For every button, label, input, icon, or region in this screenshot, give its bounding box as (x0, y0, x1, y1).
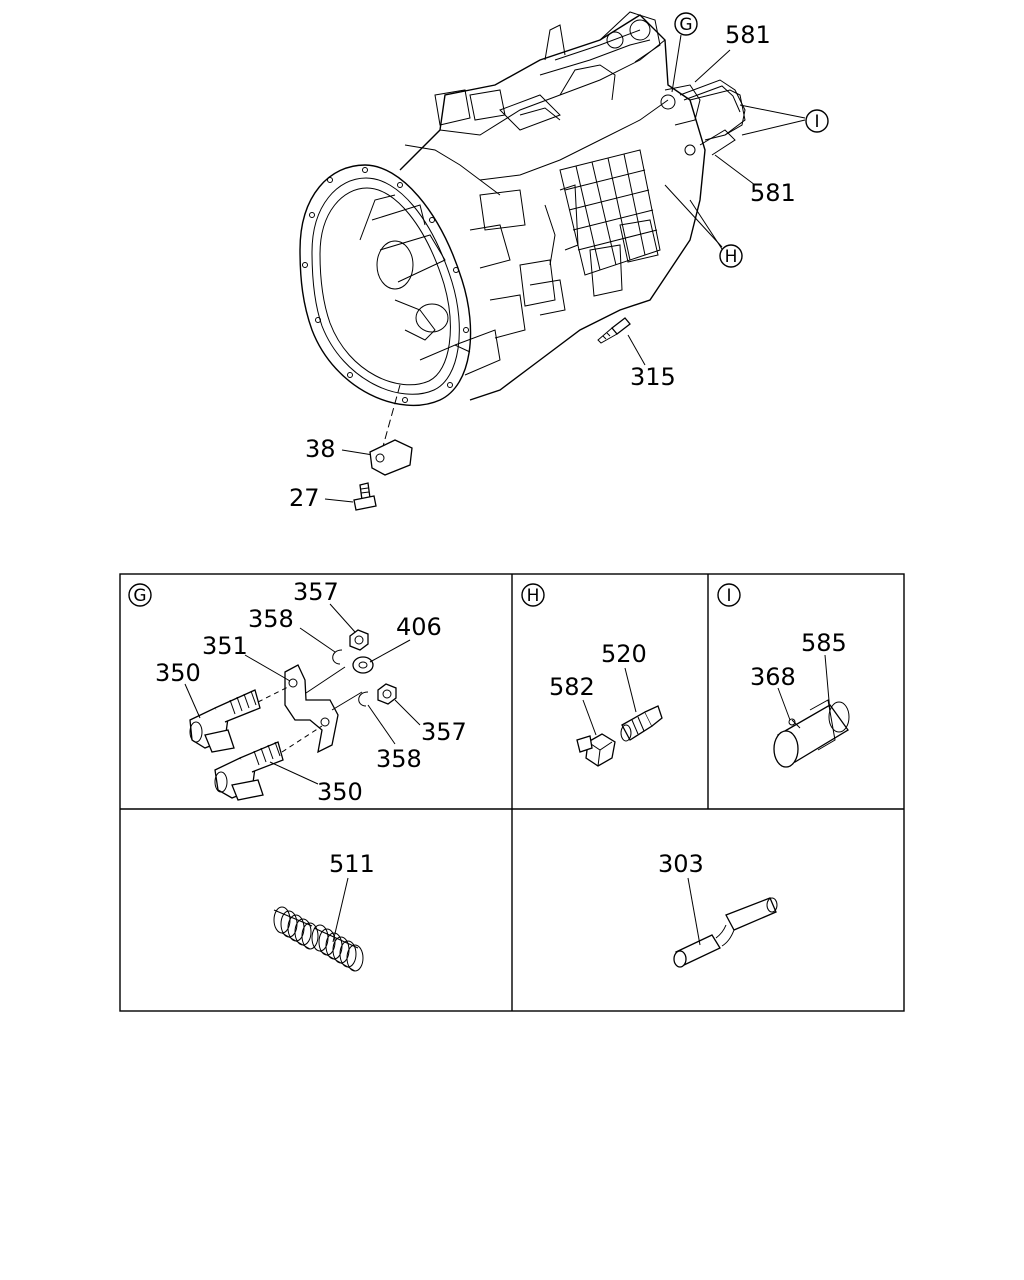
callout-511: 511 (329, 850, 375, 878)
callout-368: 368 (750, 663, 796, 691)
elbow-fitting-350-top (189, 689, 261, 753)
detail-marker-g: G (128, 583, 152, 607)
switch-drawing (620, 705, 663, 742)
transmission-assembly-drawing (299, 11, 746, 407)
detail-panel-g: G (128, 578, 467, 806)
bolt-drawing (597, 317, 631, 344)
callout-520: 520 (601, 640, 647, 668)
elbow-fitting-350-bottom (214, 741, 284, 801)
detail-marker-h: H (521, 583, 545, 607)
callout-350-bottom: 350 (317, 778, 363, 806)
pin-drawing (673, 897, 778, 968)
callout-315: 315 (630, 363, 676, 391)
detail-marker-h-main: H (719, 244, 743, 268)
svg-text:H: H (527, 586, 540, 606)
callout-358-top: 358 (248, 605, 294, 633)
svg-text:I: I (726, 586, 731, 606)
cover-plate-drawing (369, 439, 413, 476)
washer-406 (352, 656, 374, 674)
detail-marker-i-main: I (805, 109, 829, 133)
detail-marker-g-main: G (674, 12, 698, 36)
callout-303: 303 (658, 850, 704, 878)
callout-27: 27 (289, 484, 320, 512)
svg-text:I: I (814, 112, 819, 132)
callout-358-bottom: 358 (376, 745, 422, 773)
leader-lines-g (184, 603, 421, 785)
svg-text:G: G (679, 15, 692, 35)
callout-406: 406 (396, 613, 442, 641)
bolt-27-drawing (353, 482, 377, 511)
sensor-drawing (773, 699, 850, 768)
callout-585: 585 (801, 629, 847, 657)
detail-marker-i: I (717, 583, 741, 607)
plug-drawing (576, 733, 616, 767)
callout-350-top: 350 (155, 659, 201, 687)
svg-text:H: H (725, 247, 738, 267)
svg-text:G: G (133, 586, 146, 606)
detail-grid (119, 573, 905, 1012)
callout-357-top: 357 (293, 578, 339, 606)
detail-panel-h: H 520 582 (521, 583, 663, 767)
spring-drawing (273, 906, 364, 972)
callout-357-bottom: 357 (421, 718, 467, 746)
nut-357-top (349, 629, 369, 651)
callout-581-bottom: 581 (750, 179, 796, 207)
detail-panel-pin: 303 (658, 850, 778, 968)
callout-38: 38 (305, 435, 336, 463)
leader-lines-main (324, 34, 806, 503)
callout-582: 582 (549, 673, 595, 701)
callout-581-top: 581 (725, 21, 771, 49)
bracket-drawing (284, 664, 339, 754)
nut-357-bottom (377, 683, 397, 705)
snap-ring-358-top (332, 649, 343, 665)
detail-panel-i: I 585 368 (717, 583, 850, 768)
detail-panel-spring: 511 (273, 850, 375, 972)
snap-ring-358-bottom (358, 691, 369, 707)
callout-351: 351 (202, 632, 248, 660)
